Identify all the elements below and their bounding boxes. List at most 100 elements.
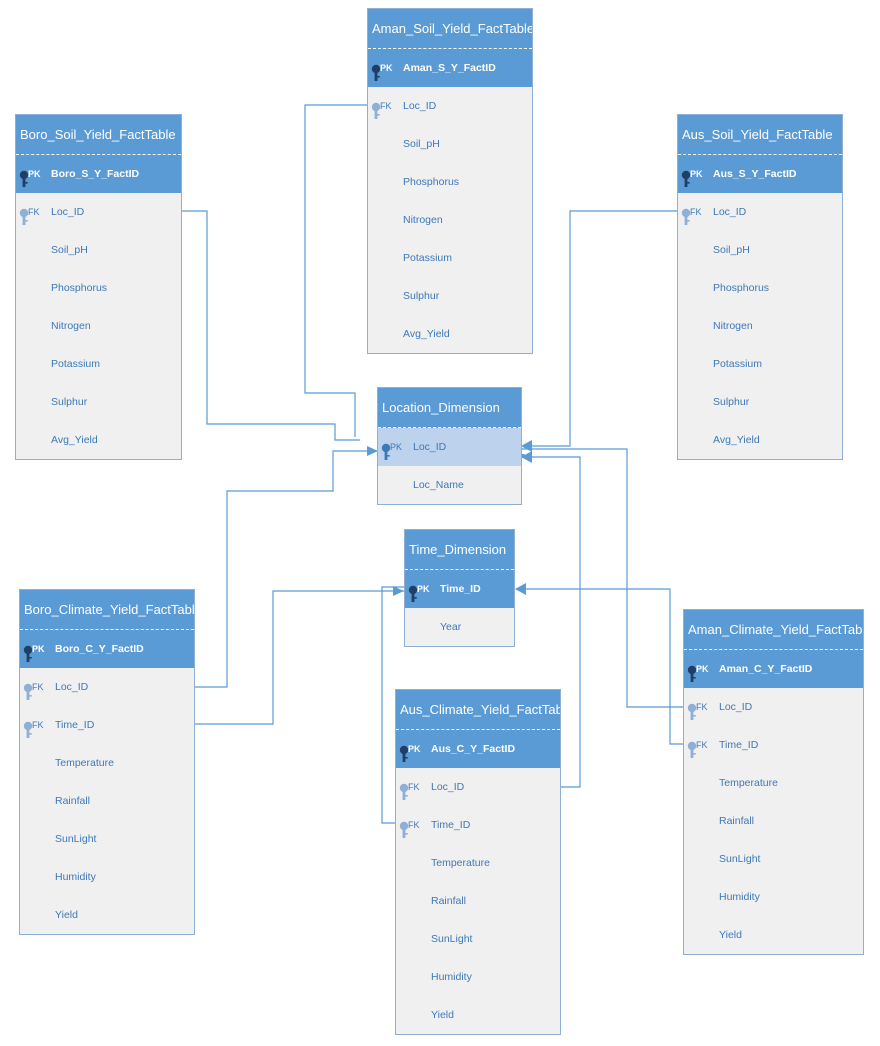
field-row[interactable]: Phosphorus [678, 269, 842, 307]
field-row[interactable]: FK Loc_ID [20, 668, 194, 706]
field-row[interactable]: SunLight [684, 840, 863, 878]
key-icon [22, 679, 34, 700]
field-row[interactable]: Avg_Yield [16, 421, 181, 459]
field-row[interactable]: Sulphur [678, 383, 842, 421]
field-row[interactable]: Temperature [684, 764, 863, 802]
table-title[interactable]: Boro_Soil_Yield_FactTable [16, 115, 181, 155]
field-row[interactable]: Soil_pH [368, 125, 532, 163]
field-row[interactable]: SunLight [20, 820, 194, 858]
field-name: Phosphorus [403, 176, 460, 188]
field-row[interactable]: Loc_Name [378, 466, 521, 504]
field-row[interactable]: Yield [396, 996, 560, 1034]
key-type-label: FK [408, 820, 420, 830]
key-type-label: PK [28, 169, 41, 179]
field-name: Time_ID [55, 719, 95, 731]
field-name: Potassium [713, 358, 763, 370]
key-type-label: PK [417, 584, 430, 594]
key-icon [380, 439, 392, 460]
field-name: Soil_pH [403, 138, 440, 150]
key-type-label: FK [32, 720, 44, 730]
field-row[interactable]: Phosphorus [368, 163, 532, 201]
field-name: SunLight [719, 853, 761, 865]
table-title[interactable]: Aman_Climate_Yield_FactTable [684, 610, 863, 650]
field-row[interactable]: Yield [684, 916, 863, 954]
field-row[interactable]: Potassium [16, 345, 181, 383]
field-name: Rainfall [719, 815, 755, 827]
field-row[interactable]: Potassium [678, 345, 842, 383]
field-name: SunLight [431, 933, 473, 945]
field-row[interactable]: Rainfall [396, 882, 560, 920]
field-name: Aman_S_Y_FactID [403, 62, 496, 74]
field-row[interactable]: Sulphur [368, 277, 532, 315]
table-title[interactable]: Aman_Soil_Yield_FactTable [368, 9, 532, 49]
field-name: Yield [719, 929, 742, 941]
table-title[interactable]: Aus_Climate_Yield_FactTable [396, 690, 560, 730]
field-row[interactable]: Rainfall [20, 782, 194, 820]
field-name: Loc_ID [55, 681, 89, 693]
field-row[interactable]: Rainfall [684, 802, 863, 840]
field-row[interactable]: FK Time_ID [20, 706, 194, 744]
key-type-label: FK [32, 682, 44, 692]
field-name: Loc_ID [413, 441, 447, 453]
field-name: Loc_ID [713, 206, 747, 218]
field-name: Time_ID [719, 739, 759, 751]
field-row[interactable]: Avg_Yield [368, 315, 532, 353]
field-row[interactable]: Humidity [396, 958, 560, 996]
field-row[interactable]: Temperature [20, 744, 194, 782]
field-row[interactable]: Humidity [20, 858, 194, 896]
aman-climate-time-to-time-dimension [515, 583, 683, 745]
field-row[interactable]: PK Aman_S_Y_FactID [368, 49, 532, 87]
key-icon [680, 166, 692, 187]
table-title[interactable]: Location_Dimension [378, 388, 521, 428]
table-title[interactable]: Boro_Climate_Yield_FactTable [20, 590, 194, 630]
key-icon [370, 60, 382, 81]
field-row[interactable]: Potassium [368, 239, 532, 277]
key-icon [22, 641, 34, 662]
field-row[interactable]: Nitrogen [16, 307, 181, 345]
field-row[interactable]: Year [405, 608, 514, 646]
field-name: Avg_Yield [713, 434, 760, 446]
field-row[interactable]: Phosphorus [16, 269, 181, 307]
field-row[interactable]: Avg_Yield [678, 421, 842, 459]
field-row[interactable]: Nitrogen [368, 201, 532, 239]
field-row[interactable]: Temperature [396, 844, 560, 882]
key-type-label: PK [380, 63, 393, 73]
field-row[interactable]: Soil_pH [16, 231, 181, 269]
field-row[interactable]: Soil_pH [678, 231, 842, 269]
table-title[interactable]: Time_Dimension [405, 530, 514, 570]
field-name: Year [440, 621, 462, 633]
field-row[interactable]: SunLight [396, 920, 560, 958]
table-title[interactable]: Aus_Soil_Yield_FactTable [678, 115, 842, 155]
boro-climate-time-to-time-dimension [195, 586, 404, 725]
field-name: Yield [55, 909, 78, 921]
field-row[interactable]: Humidity [684, 878, 863, 916]
field-row[interactable]: Sulphur [16, 383, 181, 421]
key-type-label: PK [32, 644, 45, 654]
field-row[interactable]: Yield [20, 896, 194, 934]
field-row[interactable]: Nitrogen [678, 307, 842, 345]
